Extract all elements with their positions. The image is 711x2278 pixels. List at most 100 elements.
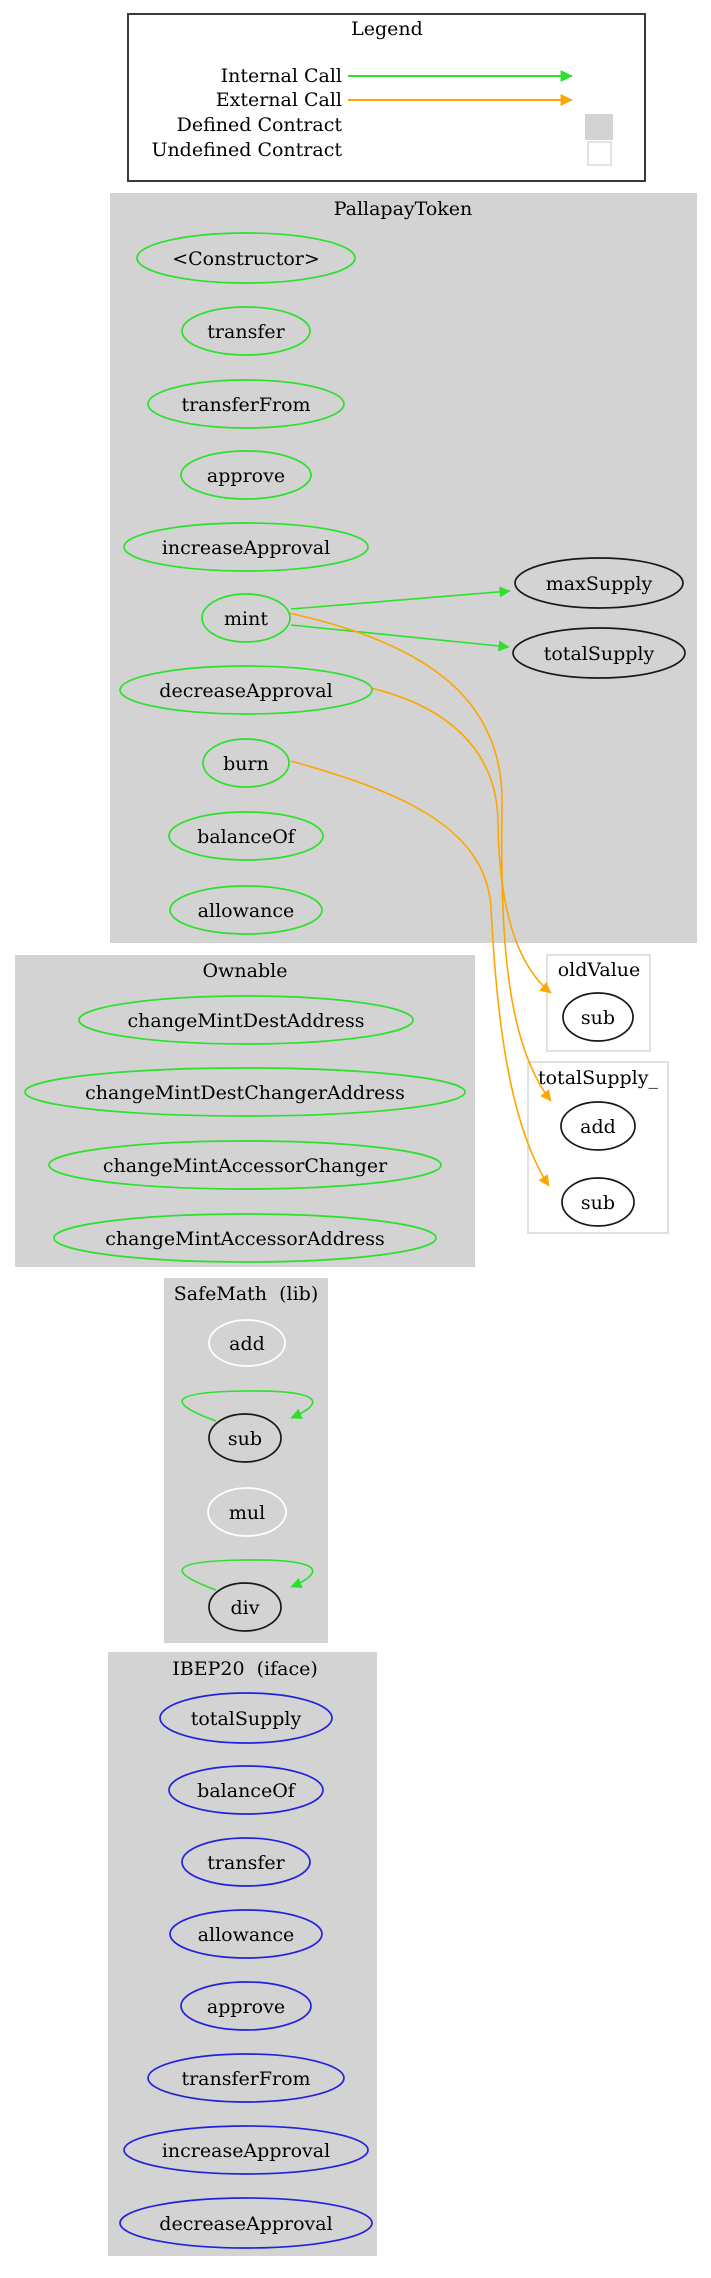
node-ellipse: [168, 811, 324, 861]
node-ellipse: [208, 1413, 282, 1463]
node-label: increaseApproval: [162, 2140, 330, 2162]
node-safemath-mul: mul: [207, 1487, 287, 1537]
cluster-ownable-title: Ownable: [203, 960, 288, 982]
node-label: approve: [207, 465, 285, 487]
node-ellipse: [207, 1487, 287, 1537]
node-label: sub: [581, 1007, 615, 1029]
node-safemath-sub: sub: [208, 1413, 282, 1463]
node-ibep20-totalsupply: totalSupply: [159, 1692, 333, 1744]
node-pallapaytoken-totalsupply: totalSupply: [512, 627, 686, 679]
node-ellipse: [512, 627, 686, 679]
node-ellipse: [24, 1067, 466, 1117]
node-ellipse: [561, 1177, 635, 1227]
node-ellipse: [119, 2197, 373, 2249]
node-pallapaytoken-transferfrom: transferFrom: [147, 379, 345, 429]
edge-decreaseapproval-to-oldvalue-sub: [370, 687, 552, 994]
node-ibep20-balanceof: balanceOf: [168, 1765, 324, 1815]
node-ellipse: [181, 306, 311, 356]
node-label: burn: [223, 753, 269, 775]
node-oldvalue-sub: sub: [562, 992, 634, 1042]
node-safemath-div: div: [208, 1582, 282, 1632]
legend: Legend Internal Call External Call Defin…: [127, 13, 646, 182]
node-label: mul: [229, 1502, 265, 1524]
node-label: transfer: [207, 321, 285, 343]
edge-burn-to-totalsupplyvar-sub: [290, 760, 550, 1187]
node-pallapaytoken-balanceof: balanceOf: [168, 811, 324, 861]
legend-title: Legend: [351, 18, 423, 40]
node-pallapaytoken-allowance: allowance: [169, 885, 323, 935]
node-label: allowance: [198, 1924, 295, 1946]
node-label: maxSupply: [546, 573, 653, 595]
node-ibep20-approve: approve: [180, 1981, 312, 2031]
node-pallapaytoken-mint: mint: [201, 593, 291, 643]
node-label: decreaseApproval: [159, 680, 332, 702]
node-label: transfer: [207, 1852, 285, 1874]
node-ellipse: [48, 1140, 442, 1190]
node-label: balanceOf: [197, 1780, 297, 1802]
node-label: changeMintAccessorAddress: [105, 1228, 384, 1250]
legend-internal-call-label: Internal Call: [221, 65, 342, 87]
legend-undefined-contract-swatch: [587, 141, 612, 166]
node-ibep20-decreaseapproval: decreaseApproval: [119, 2197, 373, 2249]
node-ownable-changemintaccessorchanger: changeMintAccessorChanger: [48, 1140, 442, 1190]
node-ellipse: [168, 1765, 324, 1815]
node-pallapaytoken-approve: approve: [180, 450, 312, 500]
node-ellipse: [208, 1582, 282, 1632]
cluster-totalsupply-var-title: totalSupply_: [538, 1067, 659, 1089]
node-label: increaseApproval: [162, 537, 330, 559]
edge-mint-to-maxsupply: [290, 586, 511, 610]
edges: [181, 586, 552, 1591]
cluster-pallapaytoken-title: PallapayToken: [334, 198, 473, 220]
edge-safemath-sub-self-loop: [181, 1390, 314, 1422]
node-ellipse: [201, 593, 291, 643]
node-ellipse: [514, 557, 684, 609]
node-label: totalSupply: [191, 1708, 302, 1730]
node-label: balanceOf: [197, 826, 297, 848]
node-pallapaytoken-increaseapproval: increaseApproval: [123, 522, 369, 572]
node-label: add: [229, 1333, 265, 1355]
node-totalsupplyvar-sub: sub: [561, 1177, 635, 1227]
node-ellipse: [208, 1319, 286, 1367]
node-ellipse: [560, 1101, 636, 1151]
node-ellipse: [147, 379, 345, 429]
edge-safemath-div-self-loop: [181, 1559, 314, 1591]
node-pallapaytoken-constructor: <Constructor>: [136, 232, 356, 284]
legend-external-call-label: External Call: [216, 89, 342, 111]
node-ellipse: [181, 1837, 311, 1887]
edge-mint-to-totalsupply: [290, 624, 510, 652]
node-ibep20-transferfrom: transferFrom: [147, 2053, 345, 2103]
node-label: <Constructor>: [172, 248, 320, 270]
node-label: changeMintDestChangerAddress: [85, 1082, 405, 1104]
node-ellipse: [180, 1981, 312, 2031]
node-ellipse: [123, 2125, 369, 2175]
node-ibep20-increaseapproval: increaseApproval: [123, 2125, 369, 2175]
node-pallapaytoken-decreaseapproval: decreaseApproval: [119, 665, 373, 715]
node-totalsupplyvar-add: add: [560, 1101, 636, 1151]
node-ownable-changemintdestaddress: changeMintDestAddress: [78, 995, 414, 1045]
cluster-ibep20-title: IBEP20 (iface): [172, 1658, 318, 1680]
node-ibep20-transfer: transfer: [181, 1837, 311, 1887]
node-ellipse: [180, 450, 312, 500]
cluster-safemath-title: SafeMath (lib): [174, 1283, 319, 1305]
node-pallapaytoken-transfer: transfer: [181, 306, 311, 356]
node-ellipse: [136, 232, 356, 284]
node-safemath-add: add: [208, 1319, 286, 1367]
node-label: div: [231, 1597, 260, 1619]
node-ownable-changemintaccessoraddress: changeMintAccessorAddress: [53, 1213, 437, 1263]
cluster-oldvalue-title: oldValue: [558, 959, 641, 981]
node-ellipse: [123, 522, 369, 572]
legend-box: [127, 13, 646, 182]
node-label: totalSupply: [544, 643, 655, 665]
node-ellipse: [53, 1213, 437, 1263]
node-ellipse: [562, 992, 634, 1042]
node-pallapaytoken-burn: burn: [202, 738, 290, 788]
node-label: transferFrom: [181, 394, 310, 416]
node-label: changeMintAccessorChanger: [103, 1155, 388, 1177]
node-label: add: [580, 1116, 616, 1138]
node-ibep20-allowance: allowance: [169, 1909, 323, 1959]
node-label: transferFrom: [181, 2068, 310, 2090]
node-label: decreaseApproval: [159, 2213, 332, 2235]
node-ellipse: [169, 885, 323, 935]
